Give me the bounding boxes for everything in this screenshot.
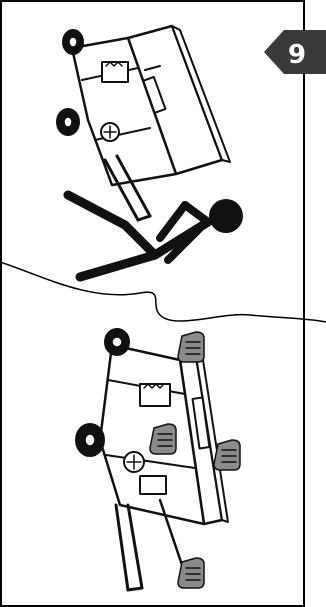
panel-divider bbox=[0, 262, 326, 322]
wheel-icon bbox=[63, 30, 83, 54]
wheel-icon bbox=[105, 329, 129, 355]
step-number: 6 bbox=[288, 37, 306, 67]
wheel-icon bbox=[57, 109, 79, 135]
hand-icon bbox=[178, 332, 204, 362]
head-icon bbox=[209, 199, 243, 233]
hand-icon bbox=[214, 440, 240, 470]
hand-icon bbox=[150, 424, 176, 454]
panel-bottom bbox=[76, 329, 240, 590]
panel-top bbox=[57, 26, 243, 277]
person-lifting-cart-icon bbox=[68, 195, 243, 277]
hand-icon bbox=[178, 558, 204, 588]
wheel-icon bbox=[76, 424, 104, 456]
step-badge: 6 bbox=[264, 30, 326, 74]
cart-icon bbox=[76, 329, 228, 590]
cart-icon bbox=[57, 26, 230, 220]
